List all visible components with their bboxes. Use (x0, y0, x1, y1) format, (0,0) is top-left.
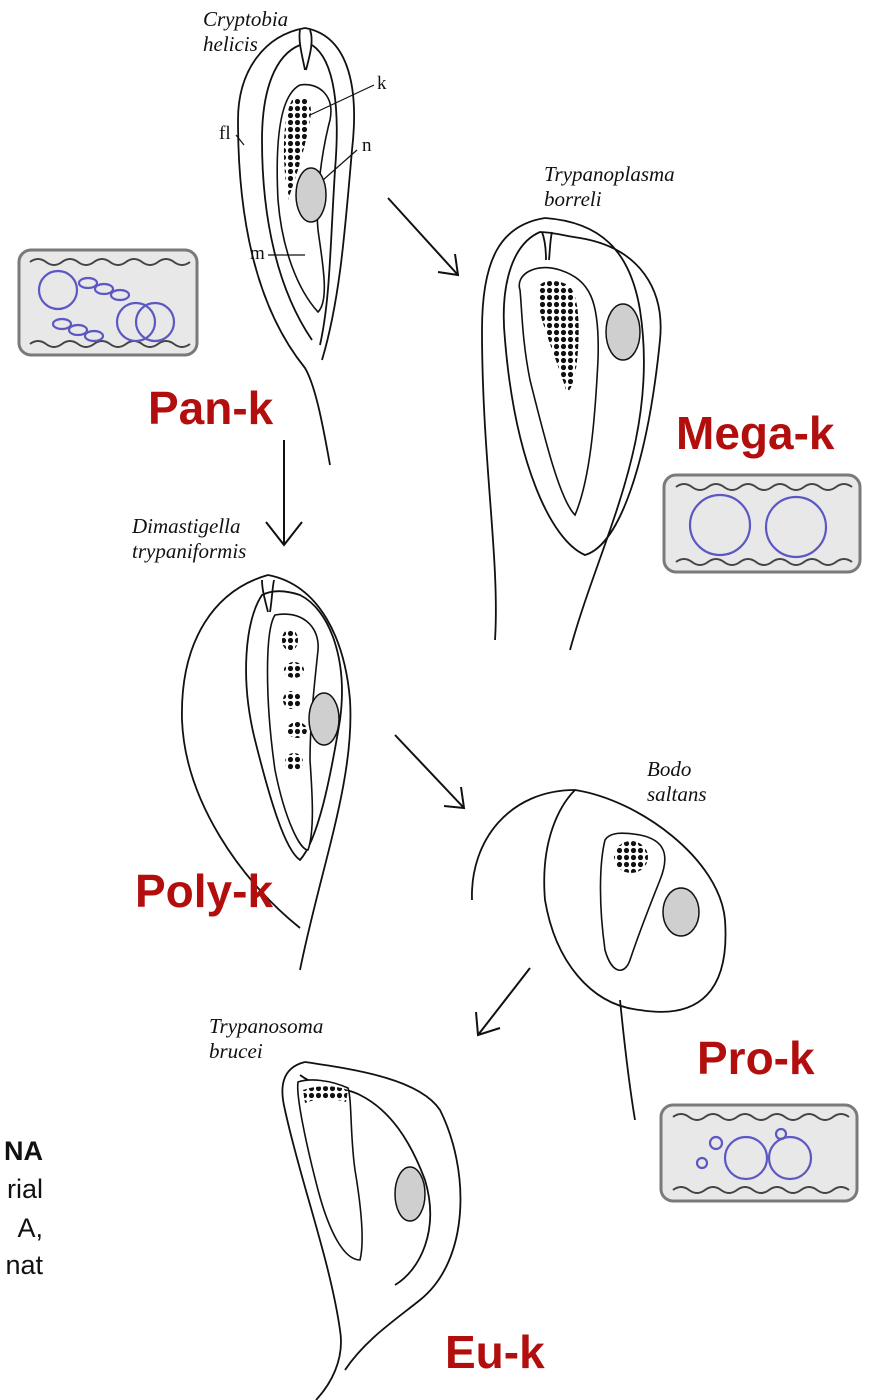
species-epithet: saltans (647, 782, 707, 806)
species-epithet: helicis (203, 32, 258, 56)
species-genus: Bodo (647, 757, 691, 781)
cryptobia-nucleus (296, 168, 326, 222)
ktype-label-pro: Pro-k (697, 1033, 815, 1083)
label-kinetoplast: k (377, 74, 387, 94)
ktype-label-mega: Mega-k (676, 408, 834, 458)
ktype-label-eu: Eu-k (445, 1327, 545, 1377)
cropped-side-text: NA rial A, nat (0, 1132, 43, 1282)
side-text-line1: NA (4, 1132, 43, 1170)
ktype-label-pan: Pan-k (148, 383, 273, 433)
species-genus: Dimastigella (132, 514, 241, 538)
label-flagellum: fl (219, 124, 231, 144)
species-genus: Cryptobia (203, 7, 288, 31)
species-genus: Trypanoplasma (544, 162, 675, 186)
dimastigella-mitochondrion (268, 614, 340, 850)
bodo-cell (472, 790, 726, 1120)
arrow-pan-to-poly (266, 440, 302, 545)
label-mitochondrion: m (250, 244, 265, 264)
species-epithet: brucei (209, 1039, 263, 1063)
cryptobia-mitochondrion (277, 85, 331, 312)
species-epithet: borreli (544, 187, 602, 211)
trypanoplasma-nucleus (606, 304, 640, 360)
species-label-bodo: Bodo saltans (647, 757, 707, 807)
side-text-line2: rial (7, 1170, 43, 1208)
bodo-mitochondrion (600, 833, 699, 970)
arrow-pro-to-eu (476, 968, 530, 1035)
trypanosoma-nucleus (395, 1167, 425, 1221)
species-label-trypanosoma: Trypanosoma brucei (209, 1014, 323, 1064)
side-text-line4: nat (5, 1246, 43, 1284)
pro-k-network-box (661, 1105, 857, 1201)
species-epithet: trypaniformis (132, 539, 246, 563)
species-genus: Trypanosoma (209, 1014, 323, 1038)
trypanosoma-mitochondrion (298, 1080, 425, 1260)
species-label-dimastigella: Dimastigella trypaniformis (132, 514, 246, 564)
evolution-arrows (266, 198, 530, 1035)
arrow-pan-to-mega (388, 198, 458, 275)
mega-k-network-box (664, 475, 860, 572)
pan-k-network-box (19, 250, 197, 355)
dimastigella-nucleus (309, 693, 339, 745)
species-label-cryptobia: Cryptobia helicis (203, 7, 288, 57)
side-text-line3: A, (17, 1209, 43, 1247)
trypanoplasma-mitochondrion (519, 268, 640, 515)
ktype-label-poly: Poly-k (135, 866, 273, 916)
arrow-poly-to-pro (395, 735, 464, 808)
species-label-trypanoplasma: Trypanoplasma borreli (544, 162, 675, 212)
bodo-nucleus (663, 888, 699, 936)
label-nucleus: n (362, 136, 372, 156)
